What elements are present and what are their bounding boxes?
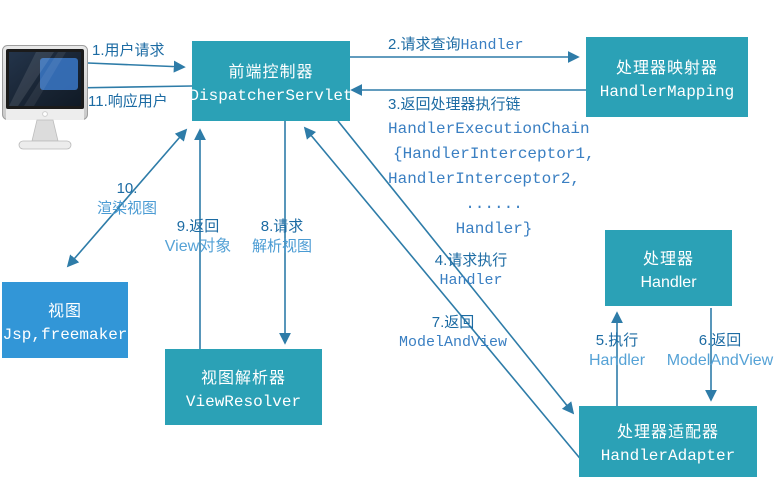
label-step10-line1: 10. <box>116 180 138 197</box>
label-step3-line5: ...... <box>465 195 523 213</box>
label-step2-en: Handler <box>460 37 524 54</box>
label-step4-line1: 4.请求执行 <box>434 252 508 269</box>
label-step1: 1.用户请求 <box>92 42 165 59</box>
label-step3: 3.返回处理器执行链 HandlerExecutionChain {Handle… <box>388 92 600 242</box>
box-handler-adapter: 处理器适配器 HandlerAdapter <box>579 406 757 477</box>
label-step8-line2: 解析视图 <box>251 238 312 255</box>
box-handler-mapping-subtitle: HandlerMapping <box>599 82 735 101</box>
box-view: 视图 Jsp,freemaker <box>2 282 128 358</box>
arrow-step11-respond-user <box>68 81 193 94</box>
label-step6-line1: 6.返回 <box>698 332 742 349</box>
box-view-resolver-subtitle: ViewResolver <box>185 392 302 411</box>
arrow-step1-user-request <box>87 60 186 73</box>
label-step9: 9.返回 View对象 <box>160 217 236 257</box>
label-step2-cn: 2.请求查询 <box>388 36 461 53</box>
label-step2: 2.请求查询Handler <box>388 35 524 56</box>
user-computer-icon <box>2 45 88 150</box>
label-step3-line6: Handler} <box>455 220 533 238</box>
label-step11: 11.响应用户 <box>88 93 168 110</box>
label-step6-line2: ModelAndView <box>666 352 774 369</box>
label-step9-line2: View对象 <box>164 238 232 255</box>
label-step10: 10. 渲染视图 <box>92 179 162 219</box>
box-dispatcher-servlet: 前端控制器 DispatcherServlet <box>189 41 353 121</box>
box-view-title: 视图 <box>47 302 82 320</box>
label-step7-line2: ModelAndView <box>398 334 508 351</box>
box-handler: 处理器 Handler <box>605 230 732 306</box>
label-step8-line1: 8.请求 <box>260 218 304 235</box>
box-dispatcher-title: 前端控制器 <box>228 63 314 81</box>
box-handler-adapter-subtitle: HandlerAdapter <box>600 447 736 465</box>
label-step5: 5.执行 Handler <box>584 331 650 371</box>
box-handler-subtitle: Handler <box>640 273 697 291</box>
box-handler-mapping: 处理器映射器 HandlerMapping <box>586 37 748 117</box>
label-step5-line1: 5.执行 <box>595 332 639 349</box>
label-step6: 6.返回 ModelAndView <box>664 331 776 371</box>
box-view-subtitle: Jsp,freemaker <box>2 325 128 344</box>
box-dispatcher-subtitle: DispatcherServlet <box>189 86 353 105</box>
box-handler-adapter-title: 处理器适配器 <box>616 424 719 441</box>
box-view-resolver: 视图解析器 ViewResolver <box>165 349 322 425</box>
label-step8: 8.请求 解析视图 <box>244 217 320 257</box>
label-step5-line2: Handler <box>588 352 646 369</box>
label-step3-line1: 3.返回处理器执行链 <box>388 96 521 113</box>
label-step3-line3: {HandlerInterceptor1, <box>393 145 595 163</box>
box-view-resolver-title: 视图解析器 <box>200 369 286 387</box>
box-handler-mapping-title: 处理器映射器 <box>615 59 718 77</box>
label-step7-line1: 7.返回 <box>431 314 475 331</box>
box-handler-title: 处理器 <box>642 250 694 268</box>
label-step9-line1: 9.返回 <box>176 218 220 235</box>
label-step4-line2: Handler <box>439 272 503 289</box>
label-step3-line2: HandlerExecutionChain <box>388 120 590 138</box>
label-step7: 7.返回 ModelAndView <box>397 313 509 353</box>
label-step3-line4: HandlerInterceptor2, <box>388 170 581 188</box>
label-step10-line2: 渲染视图 <box>96 200 157 217</box>
label-step4: 4.请求执行 Handler <box>426 251 516 291</box>
